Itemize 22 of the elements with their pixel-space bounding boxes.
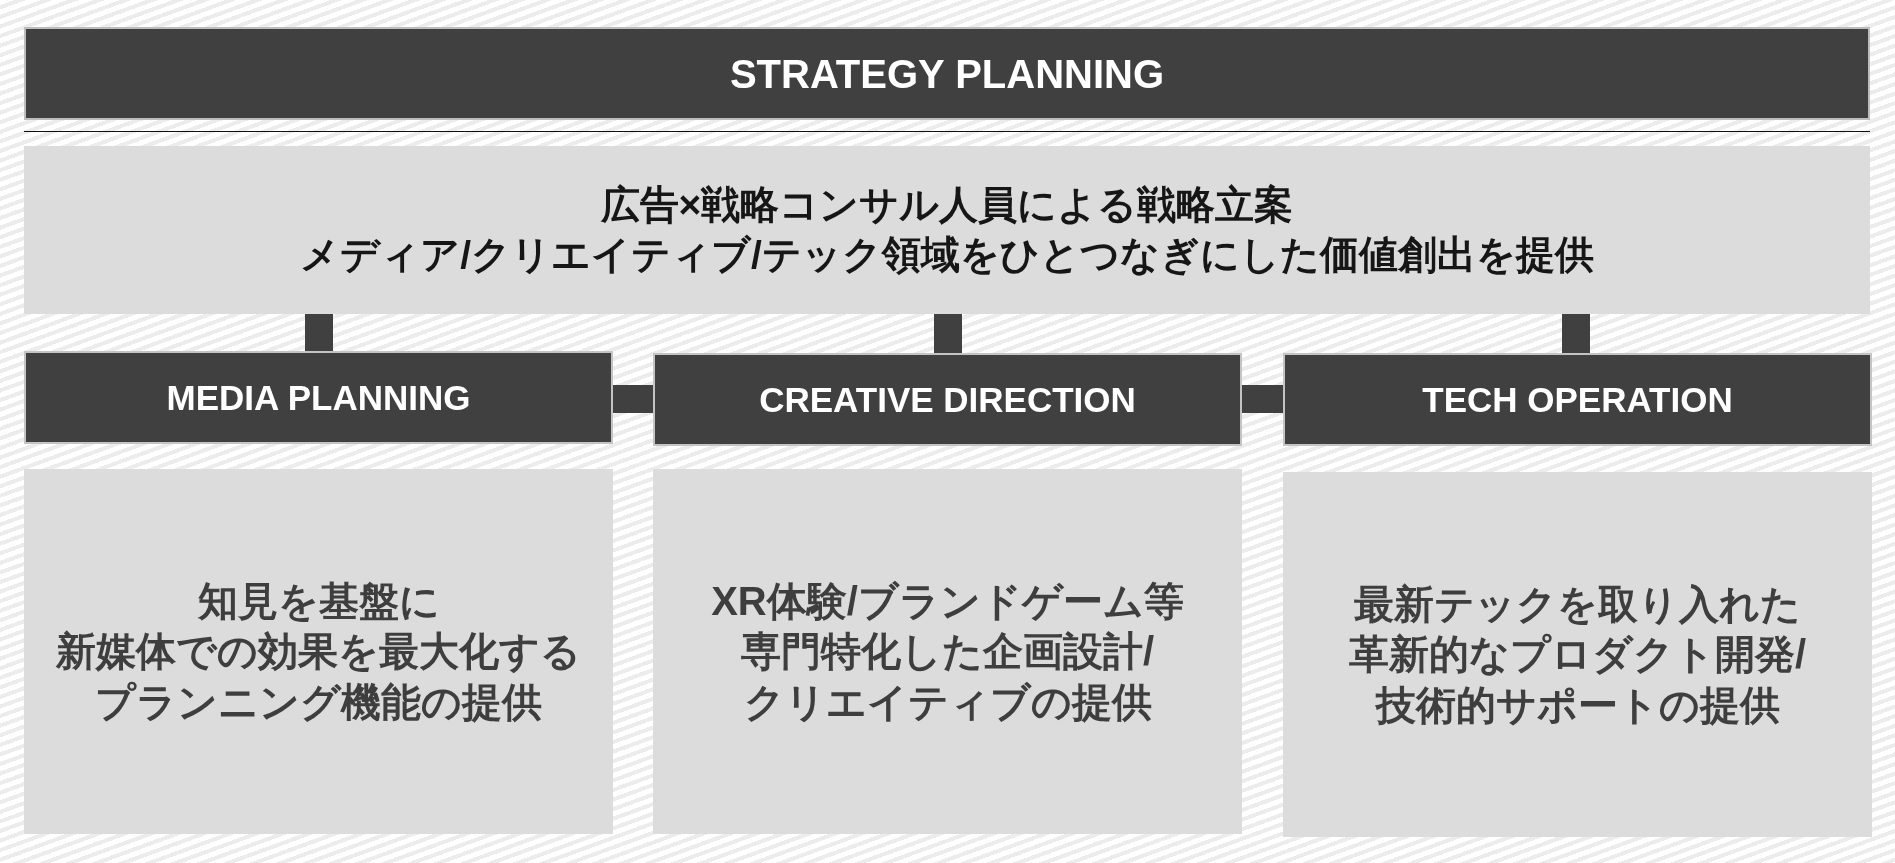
band-title: STRATEGY PLANNING xyxy=(729,50,1165,98)
category-title: TECH OPERATION xyxy=(1422,378,1733,421)
connector-bar xyxy=(1242,385,1283,413)
category-header xyxy=(1283,353,1872,446)
category-header xyxy=(24,351,613,444)
connector-bar xyxy=(613,385,653,413)
description-text: 知見を基盤に新媒体での効果を最大化するプランニング機能の提供 xyxy=(56,577,581,726)
description-text: 最新テックを取り入れた革新的なプロダクト開発/技術的サポートの提供 xyxy=(1348,580,1807,729)
category-header xyxy=(653,353,1242,446)
description-text: XR体験/ブランドゲーム等専門特化した企画設計/クリエイティブの提供 xyxy=(711,577,1184,726)
description-panel xyxy=(1283,472,1872,837)
description-panel xyxy=(24,469,613,834)
summary-text: メディア/クリエイティブ/テック領域をひとつなぎにした価値創出を提供 xyxy=(300,232,1594,278)
category-title: CREATIVE DIRECTION xyxy=(759,378,1136,421)
connector-bar xyxy=(305,314,333,351)
title-band xyxy=(24,27,1870,120)
description-panel xyxy=(653,469,1242,834)
summary-text: 広告×戦略コンサル人員による戦略立案 xyxy=(600,182,1294,229)
connector-bar xyxy=(1562,314,1590,353)
category-title: MEDIA PLANNING xyxy=(166,376,471,419)
summary-panel xyxy=(24,146,1870,314)
connector-bar xyxy=(934,314,962,353)
